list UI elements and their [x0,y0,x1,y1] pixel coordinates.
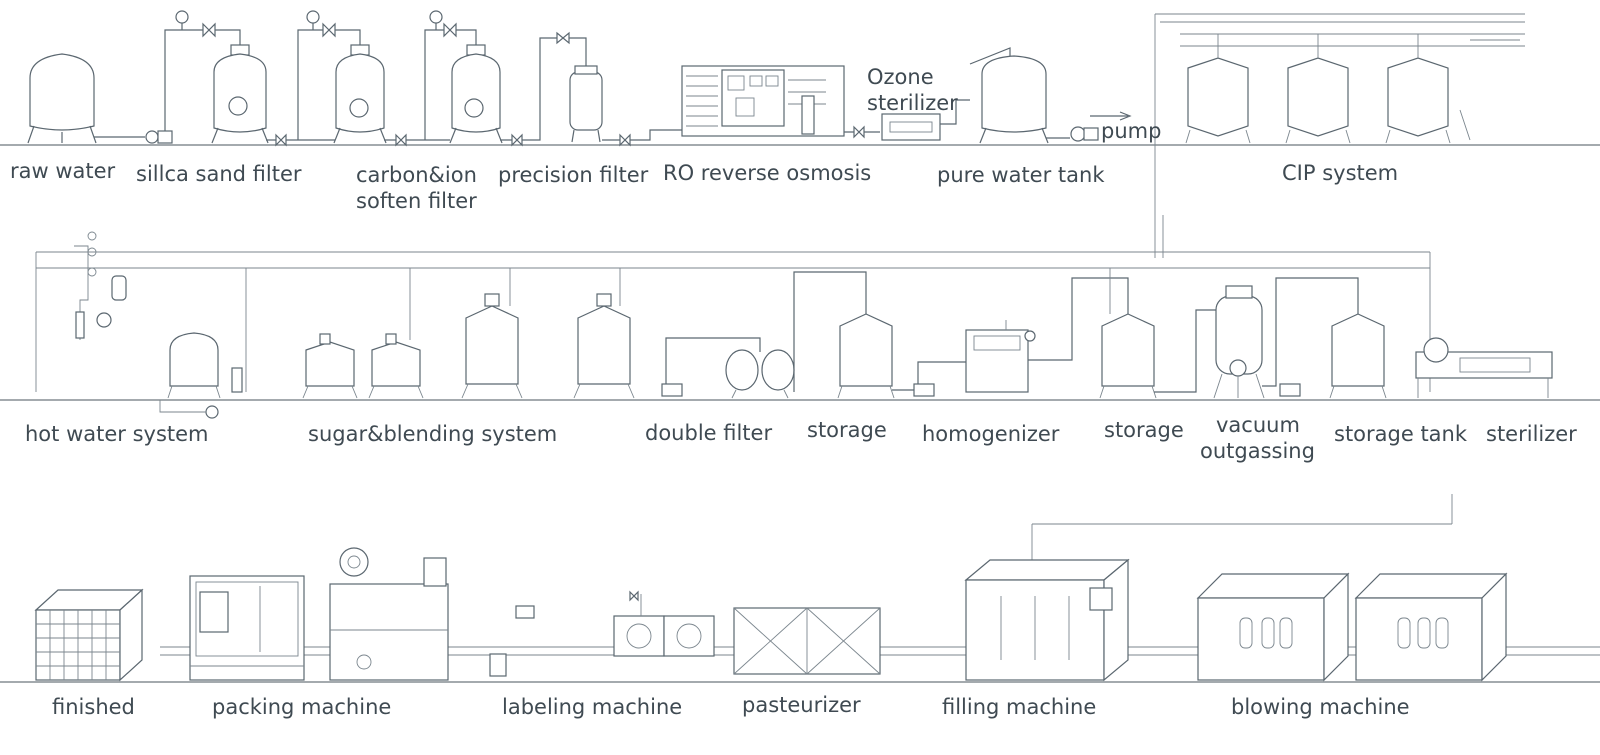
label-storage-tank: storage tank [1334,422,1468,446]
drying-unit [613,590,715,657]
label-blowing-machine: blowing machine [1231,695,1410,719]
label-soften-filter: soften filter [356,189,477,213]
label-vacuum: vacuum [1216,413,1300,437]
label-pure-water-tank: pure water tank [937,163,1105,187]
label-hot-water-system: hot water system [25,422,209,446]
precision-filter [569,65,603,143]
row3-equipment [0,494,1600,683]
label-storage-1: storage [807,418,887,442]
label-double-filter: double filter [645,421,773,445]
labeling-machine [329,547,535,681]
label-finished: finished [52,695,135,719]
silica-sand-filter [164,10,269,144]
label-precision-filter: precision filter [498,163,649,187]
label-carbon-ion: carbon&ion [356,163,477,187]
label-pump: pump [1101,119,1162,143]
label-cip-system: CIP system [1282,161,1399,185]
vacuum-outgassing [1213,285,1265,399]
finished-goods-stack [34,588,144,682]
sugar-blending-system [245,268,635,399]
cip-system [1154,13,1525,152]
ro-unit [681,65,845,137]
label-packing-machine: packing machine [212,695,392,719]
label-homogenizer: homogenizer [922,422,1060,446]
label-ozone-sterilizer: sterilizer [867,91,958,115]
storage-tank-3 [1329,313,1387,399]
label-outgassing: outgassing [1200,439,1315,463]
filling-machine [964,558,1130,682]
pure-water-tank [969,47,1049,144]
blowing-machine [1196,572,1508,682]
ion-soften-filter [424,10,503,144]
double-filter [661,337,795,399]
label-silica-sand-filter: sillca sand filter [136,162,302,186]
raw-water-tank [27,53,97,144]
label-sugar-blending-system: sugar&blending system [308,422,558,446]
sterilizer-unit [1415,337,1553,398]
label-ro-reverse-osmosis: RO reverse osmosis [663,161,872,185]
label-storage-2: storage [1104,418,1184,442]
label-raw-water: raw water [10,159,116,183]
label-ozone: Ozone [867,65,934,89]
pasteurizer [733,607,881,675]
label-filling-machine: filling machine [942,695,1097,719]
ozone-sterilizer [881,99,970,141]
row1-equipment [0,10,1600,258]
label-pasteurizer: pasteurizer [742,693,861,717]
storage-tank-2 [1099,268,1157,399]
label-labeling-machine: labeling machine [502,695,683,719]
packing-machine [189,575,305,681]
storage-tank-1 [837,313,895,399]
hot-water-system [74,231,243,419]
label-sterilizer: sterilizer [1486,422,1577,446]
homogenizer [965,277,1129,393]
row2-equipment [0,231,1600,419]
carbon-ion-filter [297,10,387,144]
